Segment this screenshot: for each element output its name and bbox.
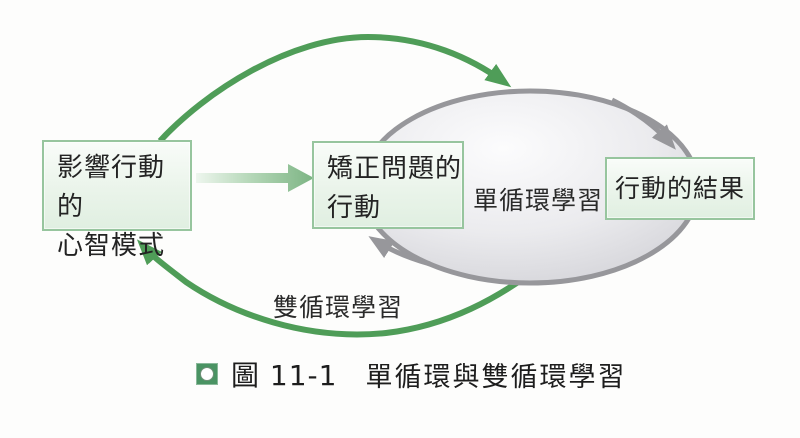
node-action-results-label: 行動的結果 (614, 174, 745, 203)
node-corrective-action: 矯正問題的 行動 (312, 141, 464, 229)
double-loop-label: 雙循環學習 (272, 293, 403, 322)
node-action-results: 行動的結果 (605, 157, 755, 220)
node-corrective-action-line2: 行動 (327, 193, 382, 223)
figure-caption: 圖 11-1 單循環與雙循環學習 (196, 359, 626, 393)
node-mental-models-line2: 心智模式 (57, 231, 166, 261)
white-circle-glyph (200, 367, 214, 381)
node-corrective-action-line1: 矯正問題的 (327, 154, 463, 184)
single-loop-label: 單循環學習 (472, 186, 603, 215)
double-loop-top-arc (157, 33, 512, 144)
figure-title: 單循環與雙循環學習 (365, 361, 627, 393)
mental-to-action-arrow (196, 164, 314, 192)
node-mental-models: 影響行動的 心智模式 (42, 140, 192, 261)
node-mental-models-line1: 影響行動的 (57, 153, 166, 222)
single-loop-arrow-to-action (368, 236, 431, 267)
double-loop-bottom-arc (136, 239, 550, 338)
single-loop-arrow-to-results (610, 97, 676, 150)
figure-number: 圖 11-1 (231, 359, 338, 392)
green-square-circle-icon (196, 363, 218, 385)
